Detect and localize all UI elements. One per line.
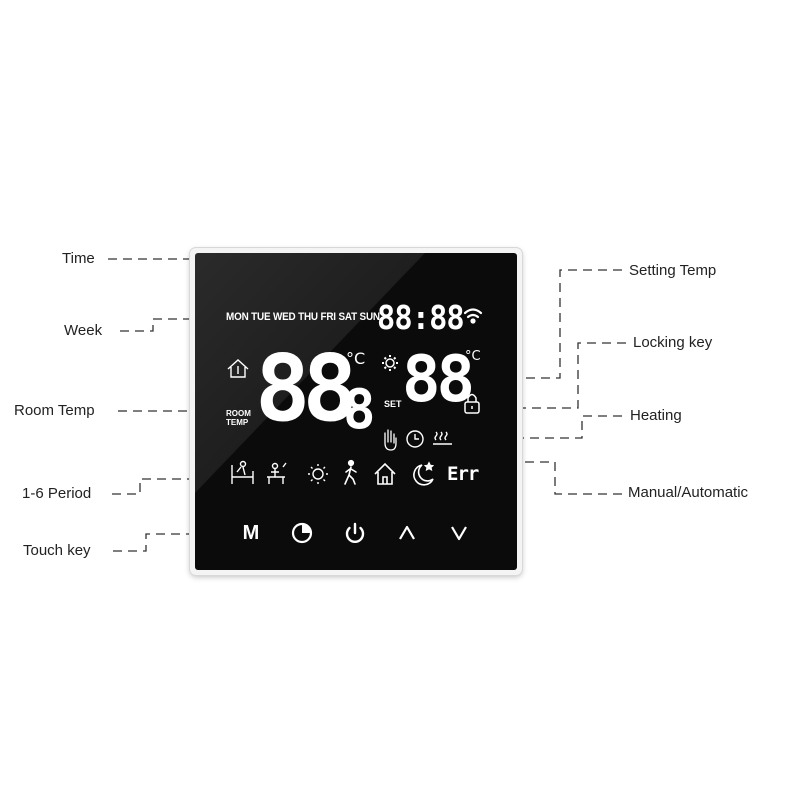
sun-icon [308,464,328,484]
house-thermometer-icon [227,359,249,378]
callout-heating: Heating [630,407,682,424]
down-key[interactable] [443,517,475,549]
set-label: SET [384,399,402,409]
heating-waves-icon [433,431,452,445]
screen-graphics [195,253,483,493]
room-label-line-2: TEMP [226,418,249,427]
callout-room-temp: Room Temp [14,402,95,419]
callout-locking-key: Locking key [633,334,713,351]
leave-home-icon [267,462,287,484]
hand-manual-icon [384,429,397,451]
callout-manual-automatic: Manual/Automatic [628,484,749,501]
up-key[interactable] [391,517,423,549]
wake-up-icon [231,460,254,484]
callout-touch-key: Touch key [23,542,91,559]
power-icon [345,522,365,543]
callout-week: Week [64,322,103,339]
clock-icon [291,522,313,544]
room-temp-decimal: 8 [343,378,376,441]
lock-icon [464,393,480,414]
week-days: MON TUE WED THU FRI SAT SUN [226,311,380,323]
callout-setting-temp: Setting Temp [629,262,717,279]
room-temp-label: ROOM TEMP [226,409,251,427]
setting-temp-display: 88 [402,343,475,417]
room-temp-unit: °C [346,349,366,368]
gear-icon [382,355,398,371]
thermostat-screen: MON TUE WED THU FRI SAT SUN 88:88 88 8 °… [195,253,517,570]
callout-period: 1-6 Period [22,485,92,502]
room-temp-display: 88 [255,335,358,442]
time-display: 88:88 [377,298,465,337]
room-label-line-1: ROOM [226,409,251,418]
wifi-icon [463,308,483,324]
callout-time: Time [62,250,95,267]
walking-icon [344,459,357,485]
up-arrow-icon [399,525,415,540]
sleep-moon-icon [413,461,435,486]
error-indicator: Err [447,463,479,485]
power-key[interactable] [339,517,371,549]
setting-temp-unit: °C [465,349,481,364]
clock-auto-icon [406,430,424,448]
down-arrow-icon [451,526,467,541]
home-icon [374,462,396,485]
clock-key[interactable] [286,517,318,549]
glass-glare [195,253,425,493]
mode-key[interactable]: M [242,522,260,544]
